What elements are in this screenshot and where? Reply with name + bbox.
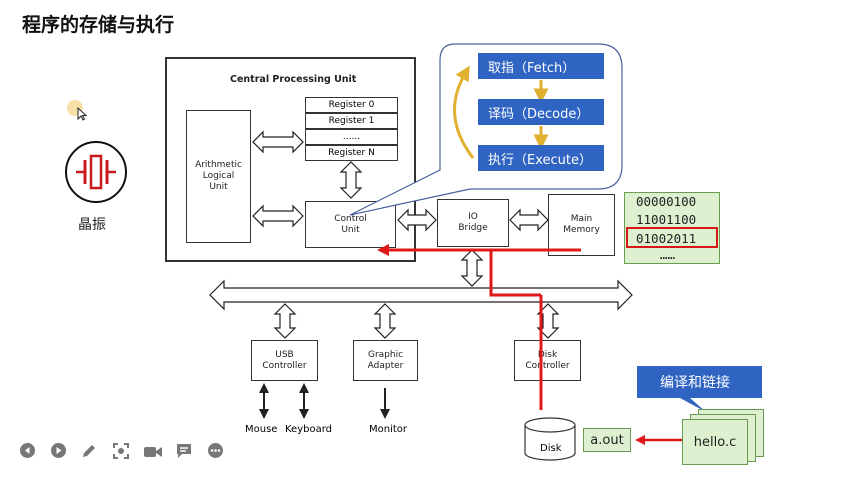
- prev-icon[interactable]: [20, 443, 35, 458]
- monitor-label: Monitor: [369, 424, 408, 435]
- io-bridge-label: IO Bridge: [458, 212, 488, 233]
- alu-label: Arithmetic Logical Unit: [195, 160, 242, 192]
- cycle-callout: [349, 43, 623, 216]
- play-icon[interactable]: [51, 443, 66, 458]
- aout-file: a.out: [583, 428, 631, 452]
- compile-callout: [637, 366, 762, 412]
- io-bridge-box: IO Bridge: [437, 199, 509, 247]
- camera-icon[interactable]: [144, 444, 162, 463]
- pen-icon[interactable]: [81, 443, 97, 463]
- usb-controller-box: USB Controller: [251, 340, 318, 381]
- bridge-bus-arrow: [460, 249, 484, 287]
- oscillator-label: 晶振: [78, 217, 106, 233]
- memory-value-1: 11001100: [636, 212, 697, 227]
- control-unit-label: Control Unit: [334, 213, 367, 235]
- mouse-cursor-icon: [77, 106, 88, 125]
- source-file: hello.c: [682, 419, 748, 465]
- fetch-stage: 取指（Fetch）: [478, 53, 604, 79]
- caption-icon[interactable]: [176, 443, 192, 463]
- source-label: hello.c: [693, 434, 737, 450]
- compile-label: 编译和链接: [660, 375, 730, 391]
- more-icon[interactable]: [208, 443, 223, 458]
- bus-graphics-arrow: [373, 303, 397, 339]
- register-ellipsis: ......: [305, 129, 398, 145]
- disk-controller-box: Disk Controller: [514, 340, 581, 381]
- memory-value-0: 00000100: [636, 194, 697, 209]
- execute-stage: 执行（Execute）: [478, 145, 604, 171]
- usb-controller-label: USB Controller: [262, 349, 307, 371]
- memory-value-2: 01002011: [636, 231, 697, 246]
- aout-label: a.out: [590, 432, 624, 448]
- bridge-memory-arrow: [509, 208, 549, 232]
- main-memory-box: Main Memory: [548, 194, 615, 256]
- register-0: Register 0: [305, 97, 398, 113]
- main-memory-label: Main Memory: [563, 214, 600, 235]
- disk-icon: [524, 417, 576, 461]
- control-bridge-arrow: [397, 208, 437, 232]
- focus-icon[interactable]: [113, 443, 129, 463]
- register-n: Register N: [305, 145, 398, 161]
- register-control-arrow: [339, 161, 363, 199]
- memory-highlight: [626, 227, 718, 248]
- memory-value-3: ……: [660, 247, 676, 262]
- system-bus: [209, 279, 633, 311]
- keyboard-label: Keyboard: [285, 424, 333, 435]
- alu-control-arrow: [252, 204, 304, 228]
- alu-box: Arithmetic Logical Unit: [186, 110, 251, 243]
- graphic-adapter-box: Graphic Adapter: [353, 340, 418, 381]
- alu-register-arrow: [252, 130, 304, 154]
- graphic-adapter-label: Graphic Adapter: [367, 349, 404, 371]
- register-1: Register 1: [305, 113, 398, 129]
- page-title: 程序的存储与执行: [22, 14, 175, 36]
- mouse-label: Mouse: [245, 424, 278, 435]
- disk-label: Disk: [540, 443, 562, 454]
- disk-controller-label: Disk Controller: [525, 349, 570, 371]
- decode-stage: 译码（Decode）: [478, 99, 604, 125]
- cpu-title: Central Processing Unit: [230, 74, 357, 85]
- oscillator-icon: [64, 140, 128, 204]
- bus-usb-arrow: [273, 303, 297, 339]
